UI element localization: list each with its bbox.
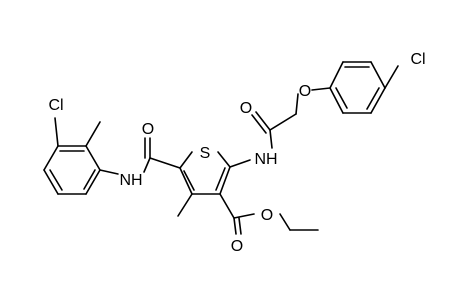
thiophene-ring (179, 151, 231, 195)
amide-oxygen-label-right: O (240, 100, 252, 117)
ester-carbonyl-oxygen-label: O (231, 238, 243, 255)
anilide-substituent (43, 117, 181, 195)
ethyl-ester-substituent (219, 193, 319, 235)
amide-oxygen-label-left: O (142, 121, 154, 138)
chlorine-label-left: Cl (48, 97, 63, 114)
methyl-bond (177, 193, 193, 217)
ether-oxygen-label: O (299, 83, 311, 100)
sulfur-atom-label: S (200, 145, 211, 162)
ester-oxygen-label: O (261, 207, 273, 224)
amide-nh-label-left: NH (119, 172, 142, 189)
chlorine-label-top: Cl (410, 51, 425, 68)
phenoxyacetamide-substituent (229, 61, 399, 168)
amide-nh-label-right: NH (254, 151, 277, 168)
